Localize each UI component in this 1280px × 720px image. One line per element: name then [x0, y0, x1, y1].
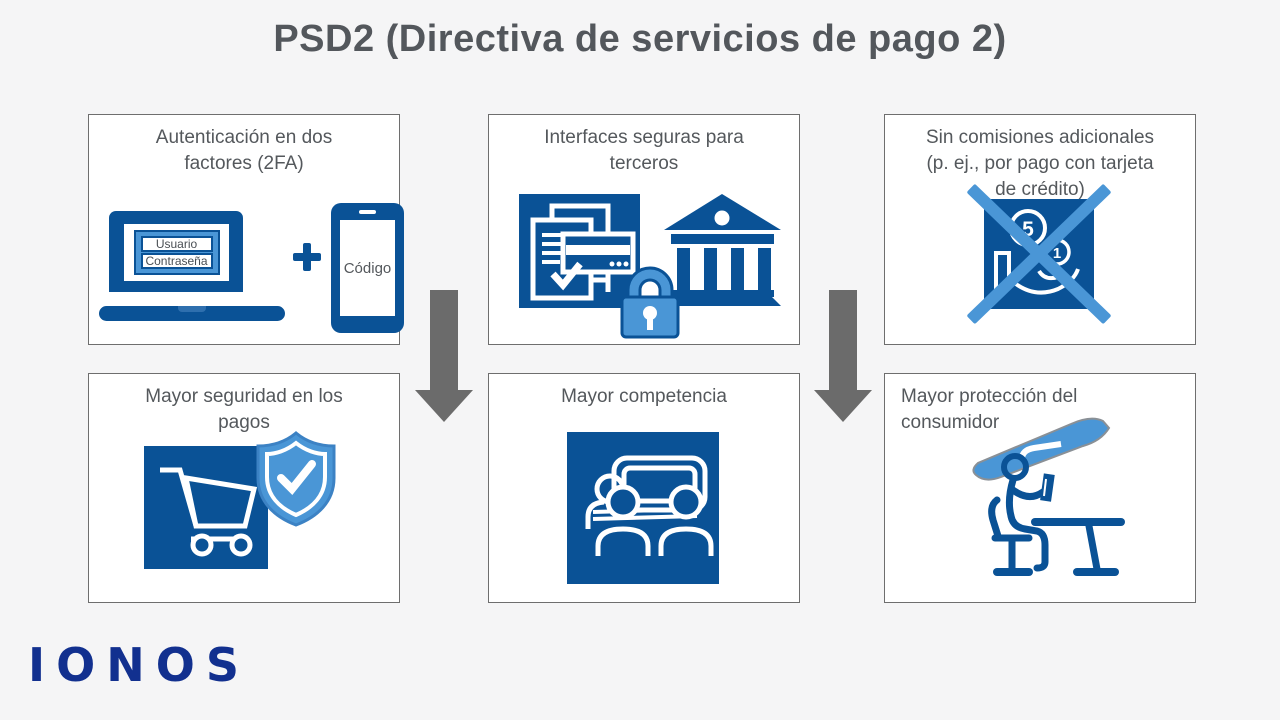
code-label: Código [343, 259, 392, 277]
page-title: PSD2 (Directiva de servicios de pago 2) [273, 18, 1007, 60]
down-arrow-icon [814, 290, 872, 422]
card-title: Mayor seguridad en los pagos [145, 386, 343, 433]
phone-speaker [359, 210, 376, 214]
down-arrow-icon [415, 290, 473, 422]
card-title: Mayor protección del consumidor [901, 386, 1078, 433]
padlock-icon [620, 266, 680, 339]
card-more-competition: Mayor competencia [488, 373, 800, 603]
card-title: Mayor competencia [561, 386, 727, 407]
password-field: Contraseña [140, 253, 213, 269]
card-title: Autenticación en dos factores (2FA) [155, 127, 333, 174]
card-two-factor-auth: Autenticación en dos factores (2FA) Usua… [88, 114, 404, 345]
card-secure-interfaces: Interfaces seguras para terceros [488, 114, 800, 345]
card-title: Interfaces seguras para terceros [544, 127, 744, 174]
laptop-login-icon: Usuario Contraseña [99, 211, 285, 323]
shield-check-icon [256, 431, 336, 527]
card-payment-security: Mayor seguridad en los pagos [88, 373, 400, 603]
plus-icon [293, 243, 321, 271]
ionos-logo: IONOS [28, 638, 250, 692]
card-no-additional-fees: Sin comisiones adicionales (p. ej., por … [884, 114, 1196, 345]
shopping-cart-icon [144, 446, 268, 569]
documents-credit-card-icon [519, 194, 640, 308]
login-panel: Usuario Contraseña [133, 230, 220, 275]
card-title: Sin comisiones adicionales (p. ej., por … [925, 127, 1155, 200]
consumer-at-desk-icon [988, 453, 1125, 576]
people-meeting-icon [567, 432, 719, 584]
username-field: Usuario [140, 236, 213, 252]
bank-building-icon [664, 194, 781, 306]
card-consumer-protection: Mayor protección del consumidor [884, 373, 1196, 603]
smartphone-code-icon: Código [331, 203, 404, 333]
coin-one-label: 1 [1053, 245, 1061, 262]
